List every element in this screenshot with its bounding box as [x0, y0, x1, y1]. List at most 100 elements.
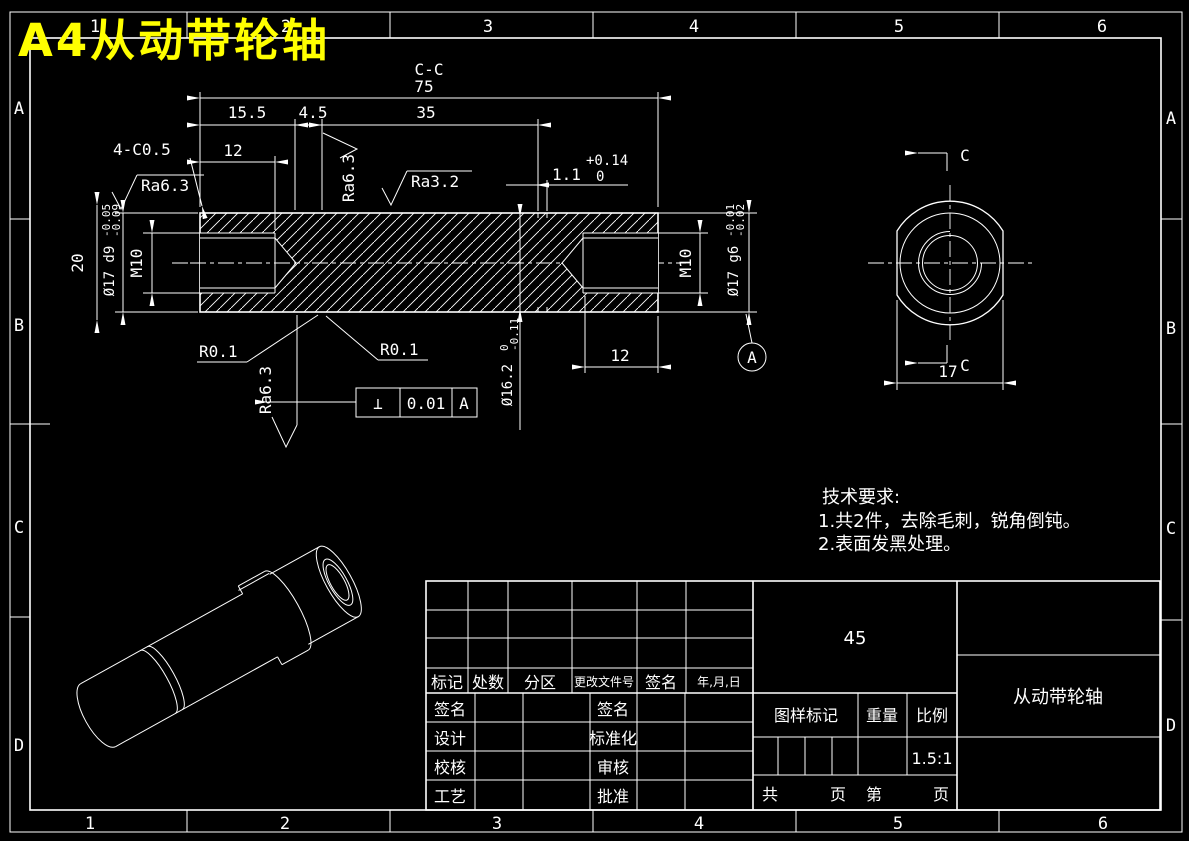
section-mark-bottom: C [905, 345, 970, 375]
tb-row-process: 工艺 [434, 787, 466, 806]
dim-75: 75 [187, 77, 671, 207]
svg-text:1.1: 1.1 [552, 165, 581, 184]
zone-col-top-5: 5 [894, 17, 904, 37]
tb-scale-value: 1.5:1 [911, 749, 952, 768]
svg-text:0: 0 [596, 169, 604, 185]
zone-col-bot-5: 5 [893, 814, 903, 834]
svg-text:Ra6.3: Ra6.3 [339, 154, 358, 202]
tb-header-docno: 更改文件号 [574, 674, 634, 689]
svg-text:C: C [960, 146, 970, 165]
fillet-right: R0.1 [325, 315, 428, 361]
zone-col-bot-3: 3 [492, 814, 502, 834]
tb-row-audit: 审核 [597, 758, 629, 777]
section-mark-top: C [905, 146, 970, 171]
svg-text:-0.09: -0.09 [110, 204, 123, 237]
svg-text:Ø17 d9: Ø17 d9 [102, 246, 118, 297]
dim-17: 17 [884, 300, 1016, 390]
svg-text:15.5: 15.5 [228, 103, 267, 122]
svg-text:+0.14: +0.14 [586, 153, 628, 169]
zone-row-right-c: C [1166, 519, 1176, 539]
svg-text:35: 35 [416, 103, 435, 122]
svg-text:R0.1: R0.1 [380, 340, 419, 359]
zone-row-right-d: D [1166, 716, 1176, 736]
svg-text:R0.1: R0.1 [199, 342, 238, 361]
svg-text:0.01: 0.01 [407, 394, 446, 413]
tb-pages-no: 第 [866, 785, 882, 804]
dim-12-right: 12 [572, 296, 671, 373]
svg-text:A: A [747, 348, 757, 367]
svg-text:75: 75 [414, 77, 433, 96]
svg-text:4.5: 4.5 [299, 103, 328, 122]
svg-text:Ø17 g6: Ø17 g6 [726, 246, 742, 297]
zone-col-bot-2: 2 [280, 814, 290, 834]
dim-m10-left: M10 [127, 220, 200, 306]
tech-req-heading: 技术要求: [822, 487, 900, 508]
technical-requirements: 技术要求: 1.共2件，去除毛刺，锐角倒钝。 2.表面发黑处理。 [818, 487, 1081, 555]
dim-12-left: 12 [187, 141, 288, 230]
svg-text:Ra6.3: Ra6.3 [256, 366, 275, 414]
tb-row-sign: 签名 [434, 700, 466, 719]
svg-text:20: 20 [68, 253, 87, 272]
tb-pages-total: 共 [762, 785, 778, 804]
dim-groove-dia: Ø16.2 0 -0.11 [498, 204, 523, 430]
zone-col-top-2: 2 [281, 17, 291, 37]
dim-d17g6: Ø17 g6 -0.01 -0.02 [658, 200, 757, 325]
datum-balloon: A [737, 313, 767, 372]
tb-material: 45 [844, 628, 867, 649]
right-tapped-hole [561, 232, 658, 294]
tb-stamp-weight: 重量 [866, 706, 898, 725]
tb-stamp-mark: 图样标记 [774, 706, 838, 725]
svg-text:Ra3.2: Ra3.2 [411, 172, 459, 191]
zone-row-left-b: B [14, 316, 24, 336]
dim-m10-right: M10 [658, 220, 708, 306]
zone-row-right-a: A [1166, 109, 1176, 129]
dim-d17d9: Ø17 d9 -0.05 -0.09 [100, 200, 198, 325]
zone-col-top-1: 1 [90, 17, 100, 37]
tb-part-name: 从动带轮轴 [1013, 687, 1103, 708]
zone-col-bot-1: 1 [85, 814, 95, 834]
svg-text:0: 0 [498, 344, 511, 351]
tb-pages-pages: 页 [830, 785, 846, 804]
svg-text:Ra6.3: Ra6.3 [141, 176, 189, 195]
zone-col-top-6: 6 [1097, 17, 1107, 37]
zone-col-top-4: 4 [689, 17, 699, 37]
svg-text:M10: M10 [676, 249, 695, 278]
svg-text:-0.01: -0.01 [724, 204, 737, 237]
svg-text:Ø16.2: Ø16.2 [500, 364, 516, 406]
chamfer-note: 4-C0.5 [113, 140, 208, 220]
tb-header-zone: 分区 [524, 673, 556, 692]
left-tapped-hole [190, 232, 300, 294]
fillet-left: R0.1 [197, 314, 319, 363]
section-label: C-C [415, 60, 444, 79]
zone-col-bot-4: 4 [694, 814, 704, 834]
svg-text:C: C [960, 356, 970, 375]
title-block: 标记 处数 分区 更改文件号 签名 年,月,日 签名 设计 校核 工艺 签名 标… [425, 580, 1161, 811]
isometric-view [76, 545, 362, 748]
tb-row-check: 校核 [434, 758, 466, 777]
drawing-title: A4从动带轮轴 [18, 14, 330, 67]
zone-row-left-a: A [14, 99, 24, 119]
svg-text:-0.02: -0.02 [734, 204, 747, 237]
surface-finish-left: Ra6.3 [111, 174, 204, 211]
section-view: C-C [68, 60, 767, 449]
svg-text:-0.11: -0.11 [508, 318, 521, 351]
tb-row-design: 设计 [434, 729, 466, 748]
surface-finish-bottom: Ra6.3 [256, 315, 298, 449]
tb-header-date: 年,月,日 [697, 675, 741, 689]
zone-col-bot-6: 6 [1098, 814, 1108, 834]
tb-header-sign: 签名 [645, 673, 677, 692]
feature-control-frame: ⊥ 0.01 A [255, 387, 478, 418]
end-view: C C 17 [868, 146, 1032, 390]
tb-pages-page: 页 [933, 785, 949, 804]
svg-text:4-C0.5: 4-C0.5 [113, 140, 171, 159]
surface-finish-ra32: Ra3.2 [381, 170, 472, 207]
zone-row-left-d: D [14, 736, 24, 756]
zone-row-left-c: C [14, 518, 24, 538]
dim-groove-width: 1.1 +0.14 0 [506, 153, 628, 211]
dim-tier2: 15.5 4.5 35 [187, 103, 551, 211]
dim-20: 20 [68, 192, 100, 333]
tb-row-approve: 批准 [597, 787, 629, 806]
tb-header-mark: 标记 [431, 673, 463, 692]
